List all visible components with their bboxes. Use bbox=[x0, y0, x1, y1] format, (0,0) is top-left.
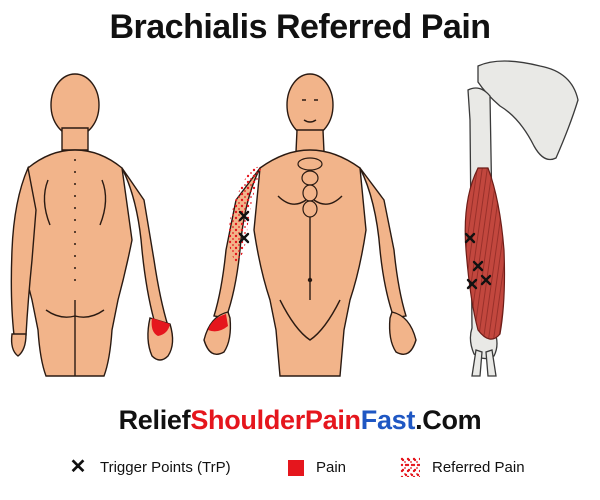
pain-swatch-icon bbox=[288, 460, 304, 476]
legend: ✕ Trigger Points (TrP) Pain Referred Pai… bbox=[0, 452, 600, 482]
website-part-fast: Fast bbox=[360, 405, 416, 435]
muscle-trigger-points bbox=[464, 232, 492, 290]
back-view-body bbox=[10, 73, 174, 377]
trigger-point-x-icon: ✕ bbox=[69, 456, 87, 478]
legend-trigger-points: ✕ Trigger Points (TrP) bbox=[68, 452, 231, 482]
brachialis-muscle bbox=[464, 167, 506, 340]
sternum bbox=[297, 157, 323, 218]
back-hand-pain-area bbox=[151, 318, 170, 336]
referred-pain-dots-icon bbox=[400, 457, 420, 477]
front-hand-pain-area bbox=[208, 314, 228, 332]
legend-pain: Pain bbox=[288, 452, 346, 482]
page-title: Brachialis Referred Pain bbox=[109, 8, 491, 46]
legend-referred-label: Referred Pain bbox=[432, 458, 525, 476]
website-url: ReliefShoulderPainFast.Com bbox=[0, 405, 600, 436]
legend-referred-pain: Referred Pain bbox=[400, 452, 525, 482]
legend-pain-label: Pain bbox=[316, 458, 347, 476]
website-part-com: .Com bbox=[415, 405, 482, 435]
anatomy-illustration bbox=[10, 60, 579, 377]
website-part-relief: Relief bbox=[118, 405, 191, 435]
legend-trigger-label: Trigger Points (TrP) bbox=[100, 458, 231, 476]
front-trigger-points bbox=[238, 210, 250, 244]
website-part-shoulderpain: ShoulderPain bbox=[190, 405, 361, 435]
